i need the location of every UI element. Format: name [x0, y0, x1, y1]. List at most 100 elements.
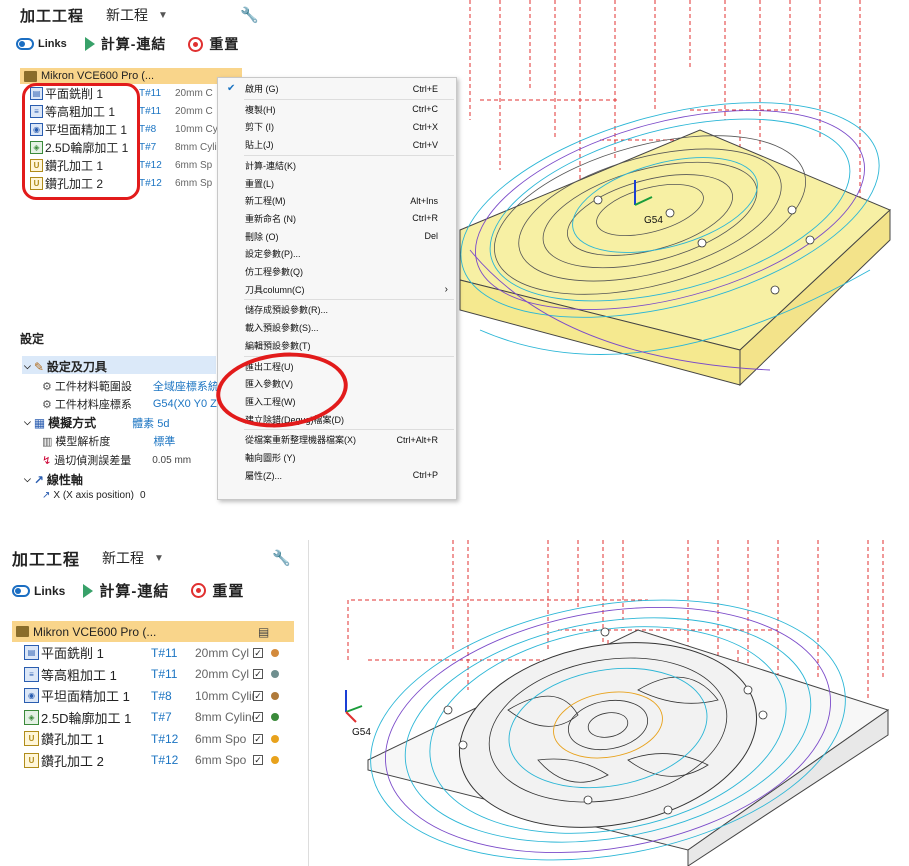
bottom-header: 加工工程 新工程 ▼ 🔧: [0, 546, 300, 570]
menu-item[interactable]: 匯入參數(V): [218, 375, 456, 392]
menu-item[interactable]: 刪除 (O)Del: [218, 228, 456, 245]
menu-item[interactable]: 計算-連結(K): [218, 157, 456, 174]
bottom-toolbar: Links 計算-連結 重置: [12, 580, 244, 601]
bottom-3d-viewport[interactable]: G54: [308, 540, 909, 866]
chevron-down-icon[interactable]: ▼: [158, 9, 168, 21]
menu-item[interactable]: 新工程(M)Alt+Ins: [218, 192, 456, 209]
menu-item[interactable]: 重置(L): [218, 175, 456, 192]
op-tool-no: T#12: [151, 753, 179, 767]
op-tool: 20mm Cyl: [195, 667, 250, 681]
reset-icon[interactable]: [191, 583, 207, 598]
menu-item[interactable]: ✔啟用 (G)Ctrl+E: [218, 80, 456, 97]
menu-item[interactable]: 匯出工程(U): [218, 358, 456, 375]
op-name: 平面銑削 1: [41, 646, 104, 661]
group-settings-tools[interactable]: ⌵ ✎ 設定及刀具: [24, 358, 107, 375]
calc-link-button[interactable]: 計算-連結: [100, 36, 167, 52]
menu-separator: [244, 299, 454, 301]
prop-label: 模型解析度: [55, 436, 111, 448]
operation-icon: ◉: [30, 123, 43, 136]
enable-checkbox[interactable]: ✓: [253, 647, 263, 658]
chevron-down-icon[interactable]: ▼: [154, 552, 164, 564]
enable-checkbox[interactable]: ✓: [253, 755, 263, 765]
menu-item[interactable]: 貼上(J)Ctrl+V: [218, 136, 456, 153]
op-tool: 6mm Spo: [195, 731, 247, 746]
menu-separator: [244, 154, 454, 156]
menu-item[interactable]: 載入預設參數(S)...: [218, 319, 456, 336]
links-toggle-icon[interactable]: [16, 38, 34, 50]
menu-separator: [244, 355, 454, 357]
enable-checkbox[interactable]: ✓: [253, 712, 263, 722]
play-icon[interactable]: [84, 37, 95, 51]
menu-item[interactable]: 屬性(Z)...Ctrl+P: [218, 467, 456, 484]
enable-checkbox[interactable]: ✓: [253, 690, 263, 701]
links-button[interactable]: Links: [34, 583, 66, 598]
menu-item[interactable]: 建立除錯(Degug)檔案(D): [218, 411, 456, 428]
project-dropdown[interactable]: 新工程: [102, 550, 145, 566]
prop-gouge-tol[interactable]: ↯ 過切偵測誤差量 0.05 mm: [42, 452, 191, 468]
wrench-icon[interactable]: 🔧: [240, 7, 259, 24]
menu-item-label: 建立除錯(Degug)檔案(D): [245, 414, 345, 425]
play-icon[interactable]: [83, 583, 94, 598]
reset-button[interactable]: 重置: [209, 36, 240, 52]
prop-wp-range[interactable]: ⚙ 工件材料範圍設 全域座標系統: [42, 378, 219, 394]
project-dropdown[interactable]: 新工程: [106, 7, 149, 23]
menu-item[interactable]: 剪下 (I)Ctrl+X: [218, 118, 456, 135]
op-tool: 10mm Cy: [175, 124, 218, 135]
group-sim-mode[interactable]: ⌵ ▦ 模擬方式 體素 5d: [24, 414, 169, 431]
group-linear-axes[interactable]: ⌵ ↗ 線性軸: [24, 471, 83, 488]
menu-item-label: 計算-連結(K): [245, 160, 296, 171]
op-name: 鑽孔加工 1: [41, 732, 104, 747]
notes-icon[interactable]: ▤: [258, 624, 270, 639]
enable-checkbox[interactable]: ✓: [253, 669, 263, 679]
op-tool: 20mm Cyl: [195, 645, 250, 660]
prop-model-res[interactable]: ▥ 模型解析度 標準: [42, 433, 175, 449]
machine-icon: [16, 626, 29, 637]
menu-item[interactable]: 刀具column(C)›: [218, 281, 456, 298]
tolerance-icon: ↯: [42, 454, 52, 467]
prop-wp-coord[interactable]: ⚙ 工件材料座標系 G54(X0 Y0 Z13): [42, 396, 233, 412]
operation-icon: U: [24, 752, 39, 768]
top-3d-viewport[interactable]: G54: [440, 0, 909, 500]
menu-item[interactable]: 複製(H)Ctrl+C: [218, 101, 456, 118]
menu-item-label: 匯入工程(W): [245, 396, 296, 407]
wrench-icon[interactable]: 🔧: [272, 550, 291, 567]
menu-item[interactable]: 編輯預設參數(T): [218, 337, 456, 354]
menu-item-label: 匯出工程(U): [245, 361, 294, 372]
menu-item[interactable]: 匯入工程(W): [218, 393, 456, 410]
menu-item[interactable]: 從檔案重新整理機器檔案(X)Ctrl+Alt+R: [218, 431, 456, 448]
bottom-coord-label: G54: [352, 727, 371, 738]
menu-item-label: 重新命名 (N): [245, 213, 296, 224]
settings-header: 設定: [20, 332, 45, 346]
chevron-down-icon[interactable]: ⌵: [24, 474, 31, 484]
selected-row-bg: [22, 356, 216, 374]
menu-item[interactable]: 設定參數(P)...: [218, 245, 456, 262]
machine-row[interactable]: Mikron VCE600 Pro (...: [20, 68, 242, 84]
links-toggle-icon[interactable]: [12, 584, 30, 597]
menu-item-label: 複製(H): [245, 104, 276, 115]
menu-item[interactable]: 仿工程參數(Q): [218, 263, 456, 280]
enable-checkbox[interactable]: ✓: [253, 733, 263, 744]
machine-row[interactable]: Mikron VCE600 Pro (... ▤: [12, 621, 294, 642]
links-button[interactable]: Links: [38, 38, 67, 50]
reset-button[interactable]: 重置: [212, 583, 245, 600]
calc-link-button[interactable]: 計算-連結: [99, 583, 170, 600]
chevron-down-icon[interactable]: ⌵: [24, 361, 31, 371]
reset-icon[interactable]: [188, 36, 204, 52]
menu-item[interactable]: 重新命名 (N)Ctrl+R: [218, 210, 456, 227]
chevron-down-icon[interactable]: ⌵: [24, 417, 31, 427]
group-label: 設定及刀具: [46, 360, 107, 374]
prop-x-axis[interactable]: ↗ X (X axis position) 0: [42, 490, 146, 501]
menu-item[interactable]: 儲存成預設參數(R)...: [218, 301, 456, 318]
menu-item[interactable]: 軸向圖形 (Y): [218, 449, 456, 466]
